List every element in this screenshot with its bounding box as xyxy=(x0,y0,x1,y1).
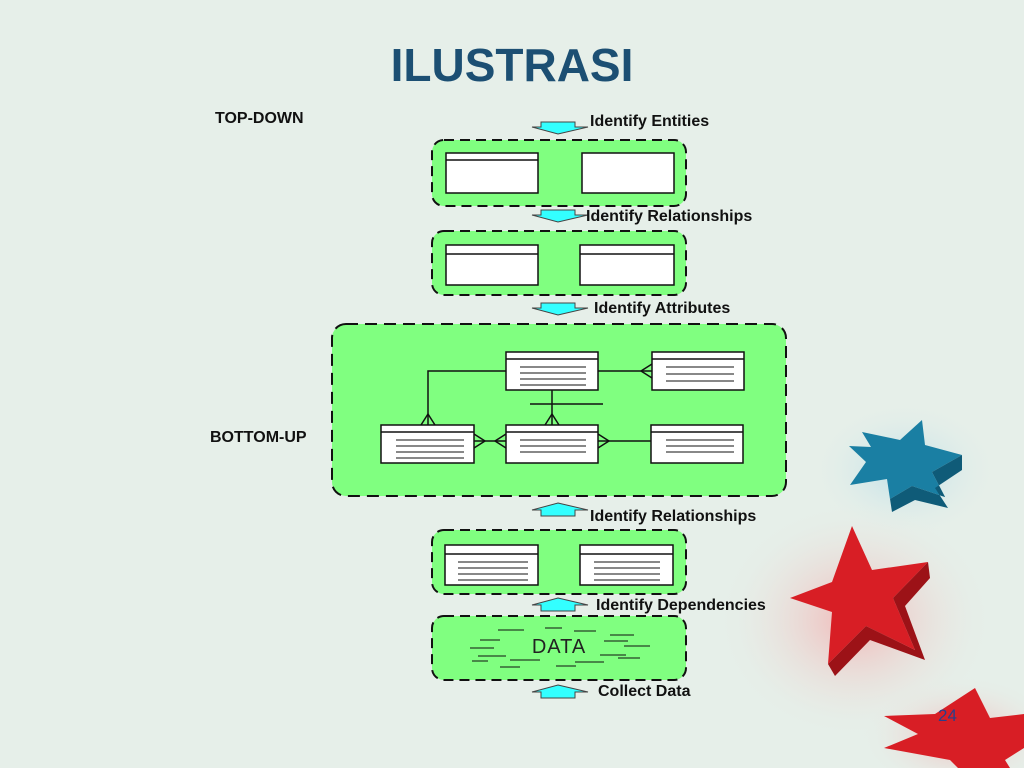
data-label: DATA xyxy=(532,636,586,658)
entity-box xyxy=(445,244,539,286)
entity-table xyxy=(380,424,475,464)
arrow-up-icon xyxy=(531,597,589,612)
step-identify-relationships-bottom: Identify Relationships xyxy=(590,508,757,525)
entity-table xyxy=(650,424,744,464)
bottom-up-label: BOTTOM-UP xyxy=(210,429,307,446)
step-identify-attributes: Identify Attributes xyxy=(594,300,731,317)
attributes-box xyxy=(331,323,787,497)
entity-table xyxy=(505,424,599,464)
blue-star-icon xyxy=(849,420,962,512)
relationship-lines xyxy=(420,363,653,449)
top-down-label: TOP-DOWN xyxy=(215,110,304,127)
arrow-down-icon xyxy=(531,121,589,135)
entity-table xyxy=(505,351,599,391)
arrow-down-icon xyxy=(531,209,589,223)
entity-table xyxy=(444,544,539,586)
entity-box xyxy=(445,152,539,194)
red-star-small-icon xyxy=(884,688,1024,768)
red-star-icon xyxy=(790,526,930,676)
data-box xyxy=(431,615,687,681)
entity-table xyxy=(579,544,674,586)
entity-table xyxy=(651,351,745,391)
arrow-up-icon xyxy=(531,502,589,517)
step-identify-entities: Identify Entities xyxy=(590,113,710,130)
arrow-up-icon xyxy=(531,684,589,699)
step-collect-data: Collect Data xyxy=(598,683,691,700)
step-identify-dependencies: Identify Dependencies xyxy=(596,597,766,614)
arrow-down-icon xyxy=(531,302,589,316)
entity-box xyxy=(581,152,675,194)
step-identify-relationships-top: Identify Relationships xyxy=(586,208,753,225)
data-scribbles xyxy=(470,627,650,668)
slide-title: ILUSTRASI xyxy=(390,39,634,91)
entity-box xyxy=(579,244,675,286)
page-number: 24 xyxy=(938,706,957,725)
